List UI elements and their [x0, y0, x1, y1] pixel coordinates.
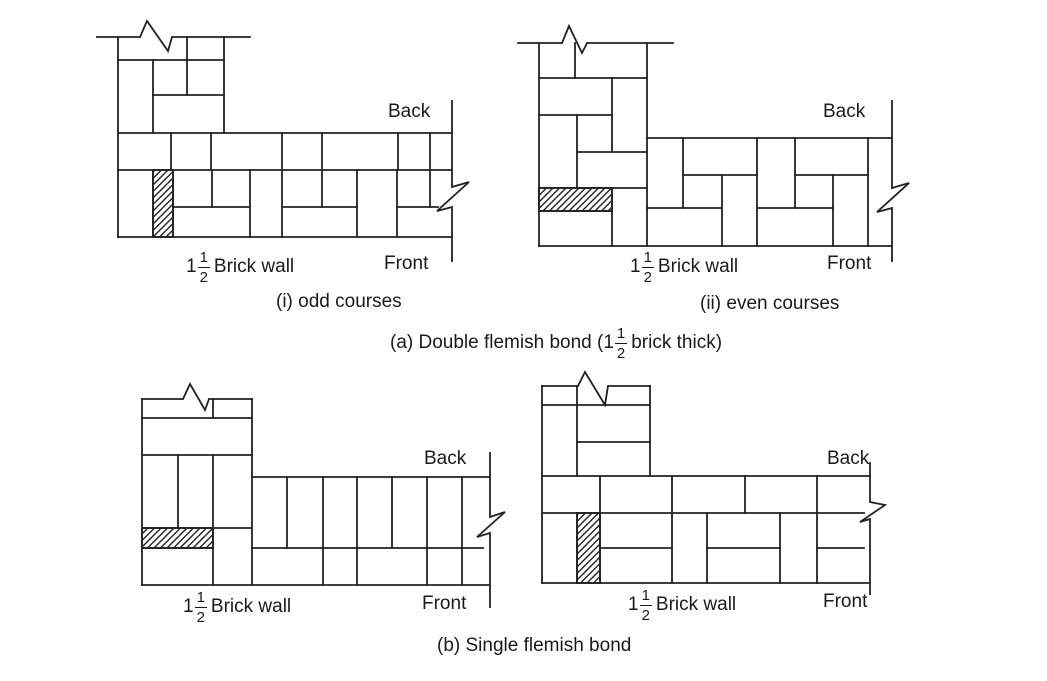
fraction-whole: 1	[630, 256, 641, 278]
break-symbol	[139, 19, 173, 54]
fraction-whole: 1	[183, 596, 194, 618]
break-symbol	[182, 382, 210, 413]
front-label: Front	[384, 253, 429, 274]
front-label: Front	[823, 591, 868, 612]
diagram-single-flemish-odd-courses	[141, 382, 506, 608]
fraction-whole: 1	[186, 256, 197, 278]
back-label: Back	[388, 101, 431, 122]
diagram-double-flemish-even-courses	[517, 23, 910, 262]
back-label: Back	[424, 448, 467, 469]
diagram-single-flemish-even-courses	[541, 370, 888, 595]
caption-single-flemish: (b) Single flemish bond	[437, 635, 632, 656]
break-symbol	[859, 462, 888, 595]
front-label: Front	[827, 253, 872, 274]
hatched-closer-brick	[538, 187, 613, 212]
back-label: Back	[823, 101, 866, 122]
course-caption: (ii) even courses	[700, 293, 840, 314]
hatched-closer-brick	[141, 527, 214, 549]
break-symbol	[577, 370, 609, 408]
back-label: Back	[827, 448, 870, 469]
course-caption: (i) odd courses	[276, 291, 402, 312]
hatched-closer-brick	[152, 169, 174, 238]
break-symbol	[476, 452, 506, 608]
hatched-closer-brick	[576, 512, 601, 584]
break-symbol	[876, 100, 910, 262]
break-symbol	[436, 100, 470, 262]
fraction-whole: 1	[628, 594, 639, 616]
front-label: Front	[422, 593, 467, 614]
diagram-double-flemish-odd-courses	[96, 19, 470, 262]
break-symbol	[561, 23, 588, 56]
